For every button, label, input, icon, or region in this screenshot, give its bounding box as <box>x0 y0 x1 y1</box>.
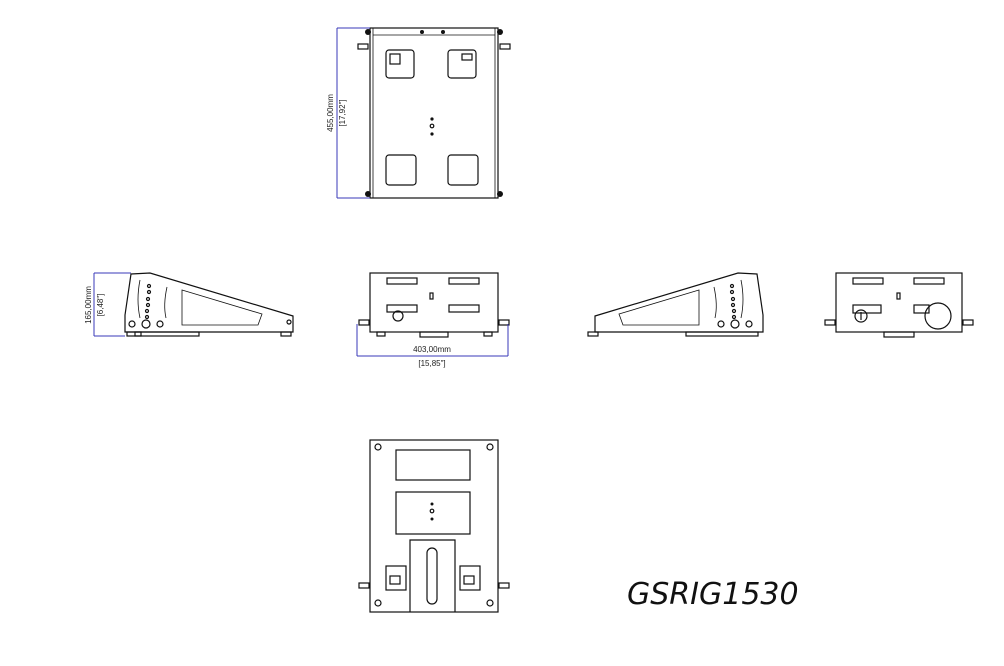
left-side-view <box>124 272 294 337</box>
back-view <box>824 272 974 338</box>
top-view <box>357 27 511 199</box>
height-in-label: [6,48"] <box>96 294 105 317</box>
width-mm-label: 403,00mm <box>413 345 451 354</box>
model-name: GSRIG1530 <box>627 577 799 612</box>
right-side-view <box>587 272 764 337</box>
depth-mm-label: 455,00mm <box>326 94 335 132</box>
height-mm-label: 165,00mm <box>84 286 93 324</box>
bottom-view <box>358 439 510 613</box>
width-in-label: [15,85"] <box>418 359 445 368</box>
width-dimension: 403,00mm [15,85"] <box>356 324 509 368</box>
depth-in-label: [17,92"] <box>338 99 347 126</box>
height-dimension: 165,00mm [6,48"] <box>84 272 131 337</box>
front-view <box>358 272 510 338</box>
depth-dimension: 455,00mm [17,92"] <box>326 27 370 199</box>
